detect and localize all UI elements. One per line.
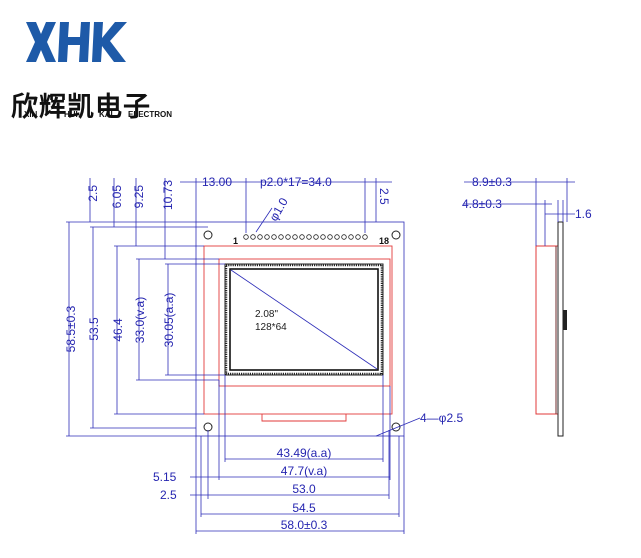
- dim-side-pcb-thickness: 1.6: [575, 207, 592, 221]
- dim-view-area-height: 33.0(v.a): [133, 297, 147, 343]
- dim-left-10-73: 10.73: [161, 180, 175, 210]
- dim-bottom-left-5-15: 5.15: [153, 470, 177, 484]
- dim-side-bezel-depth: 4.8±0.3: [462, 197, 502, 211]
- dim-bezel-width: 53.0: [292, 482, 316, 496]
- brand-name-hui: HUI: [64, 110, 78, 119]
- dim-module-width: 58.0±0.3: [281, 518, 328, 532]
- display-size-label: 2.08": [255, 309, 278, 320]
- dim-pin-hole: φ1.0: [266, 195, 291, 223]
- pin-1-label: 1: [233, 236, 238, 246]
- dim-hole-span-height: 53.5: [87, 317, 101, 341]
- dim-left-2-5: 2.5: [86, 185, 100, 202]
- dim-pin-pitch: p2.0*17=34.0: [260, 175, 332, 189]
- lcd-panel: [224, 263, 384, 376]
- dim-mount-holes: 4—φ2.5: [420, 411, 463, 425]
- dim-pin-offset: 13.00: [202, 175, 232, 189]
- brand-name-electron: ELECTRON: [128, 110, 172, 119]
- pin-header: [243, 234, 368, 240]
- company-logo: 欣辉凯电子 XIN HUI KAI ELECTRON: [0, 0, 172, 130]
- brand-name-xin: XIN: [24, 110, 38, 119]
- dim-view-area-width: 47.7(v.a): [281, 464, 327, 478]
- dim-active-area-height: 30.05(a.a): [162, 293, 176, 348]
- bezel-outline: [203, 245, 393, 422]
- dim-module-height: 58.5±0.3: [64, 305, 78, 352]
- dim-hole-span-width: 54.5: [292, 501, 316, 515]
- dim-left-6-05: 6.05: [110, 185, 124, 209]
- xhk-logo-mark: [26, 22, 127, 62]
- dim-bezel-height: 46.4: [111, 318, 125, 342]
- side-view: [535, 221, 567, 437]
- dim-left-9-25: 9.25: [132, 185, 146, 209]
- dim-bottom-left-2-5: 2.5: [160, 488, 177, 502]
- mounting-holes: [203, 230, 401, 432]
- brand-name-chinese: 欣辉凯电子: [11, 92, 151, 123]
- dim-active-area-width: 43.49(a.a): [277, 446, 332, 460]
- brand-name-kai: KAI: [99, 110, 113, 119]
- dim-side-thickness: 8.9±0.3: [472, 175, 512, 189]
- pcb-outline: [195, 221, 405, 437]
- dim-right-offset: 2.5: [377, 188, 391, 205]
- resolution-label: 128*64: [255, 322, 287, 333]
- pin-18-label: 18: [379, 236, 389, 246]
